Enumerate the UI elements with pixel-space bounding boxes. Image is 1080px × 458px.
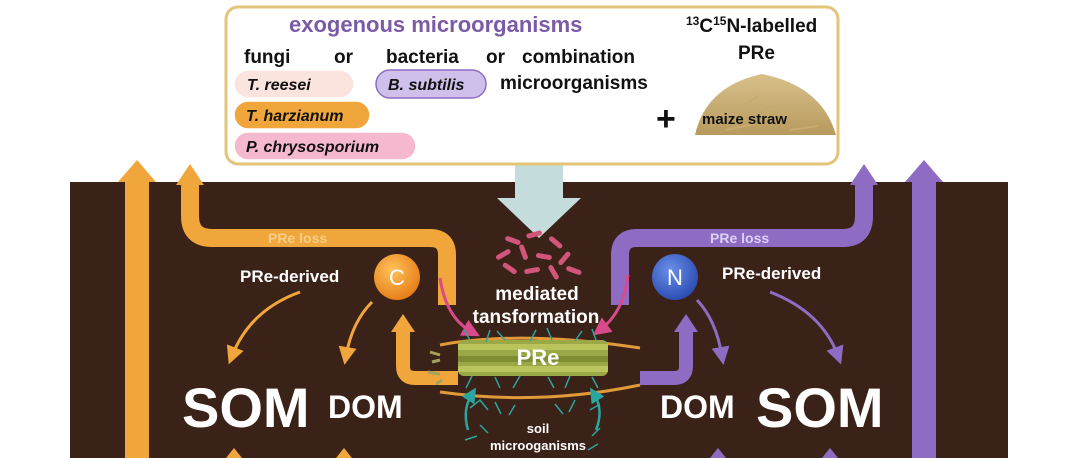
- soil-micro-label-2: microoganisms: [490, 438, 586, 453]
- species-b-subtilis: B. subtilis: [388, 77, 465, 94]
- transformation-label: tansformation: [473, 307, 600, 328]
- right-bottom-arrowhead-2: [822, 448, 838, 458]
- right-dom-arrow: [695, 298, 730, 365]
- left-mediated-arrow: [438, 277, 480, 337]
- left-bottom-arrowhead-2: [336, 448, 352, 458]
- left-dom-arrow: [338, 300, 374, 365]
- fungi-label: fungi: [244, 47, 290, 68]
- nitrogen-circle: [652, 254, 698, 300]
- species-pill-p-chrysosporium: [233, 131, 417, 161]
- species-pill-t-reesei: [233, 69, 355, 99]
- right-dom-up-arrow: [640, 314, 698, 385]
- left-dom-label: DOM: [328, 389, 403, 425]
- right-bottom-arrowhead: [710, 448, 726, 458]
- panel-title: exogenous microorganisms: [289, 12, 582, 37]
- soil-microbe-network: [464, 398, 601, 451]
- right-som-arrow: [769, 290, 844, 365]
- maize-straw-label: maize straw: [702, 111, 787, 128]
- soil-micro-label: soil: [527, 421, 549, 436]
- or-label-1: or: [334, 47, 354, 68]
- right-dom-label: DOM: [660, 389, 735, 425]
- mediated-label: mediated: [495, 284, 578, 305]
- labelled-pre-title: 13C15N-labelled: [686, 14, 817, 37]
- microbe-cluster: [495, 230, 582, 280]
- center-input-arrow: [497, 165, 581, 238]
- nitrogen-label: N: [667, 265, 683, 290]
- species-t-harzianum: T. harzianum: [246, 108, 344, 125]
- species-pill-t-harzianum: [233, 100, 371, 130]
- species-t-reesei: T. reesei: [247, 77, 311, 94]
- left-som-arrow: [226, 290, 301, 365]
- right-pre-derived-label: PRe-derived: [722, 264, 821, 283]
- pre-straw-bundle: [427, 327, 641, 400]
- combination-label-2: microorganisms: [500, 73, 648, 94]
- left-loss-arrow: [176, 164, 456, 305]
- right-pre-loss-label: PRe loss: [710, 230, 769, 246]
- bacteria-label: bacteria: [386, 47, 459, 68]
- left-dom-up-arrow: [391, 314, 458, 385]
- carbon-label: C: [389, 265, 405, 290]
- microorganism-panel: [224, 5, 840, 166]
- or-label-2: or: [486, 47, 506, 68]
- left-som-label: SOM: [182, 376, 310, 439]
- right-mediated-arrow: [592, 274, 630, 336]
- carbon-circle: [374, 254, 420, 300]
- pre-center-label: PRe: [517, 345, 560, 370]
- labelled-pre-line2: PRe: [738, 43, 775, 64]
- maize-straw-image: [695, 74, 836, 135]
- soil-microbe-left-arrow: [461, 387, 476, 431]
- left-pre-derived-label: PRe-derived: [240, 267, 339, 286]
- plus-sign: +: [656, 100, 676, 138]
- soil-microbe-right-arrow: [590, 387, 605, 431]
- left-bottom-arrowhead: [226, 448, 242, 458]
- species-p-chrysosporium: P. chrysosporium: [246, 139, 379, 156]
- combination-label: combination: [522, 47, 635, 68]
- left-vertical-arrow: [118, 160, 156, 458]
- right-loss-arrow: [611, 164, 878, 305]
- right-vertical-arrow: [905, 160, 943, 458]
- left-pre-loss-label: PRe loss: [268, 230, 327, 246]
- species-pill-b-subtilis: [375, 69, 487, 99]
- right-som-label: SOM: [756, 376, 884, 439]
